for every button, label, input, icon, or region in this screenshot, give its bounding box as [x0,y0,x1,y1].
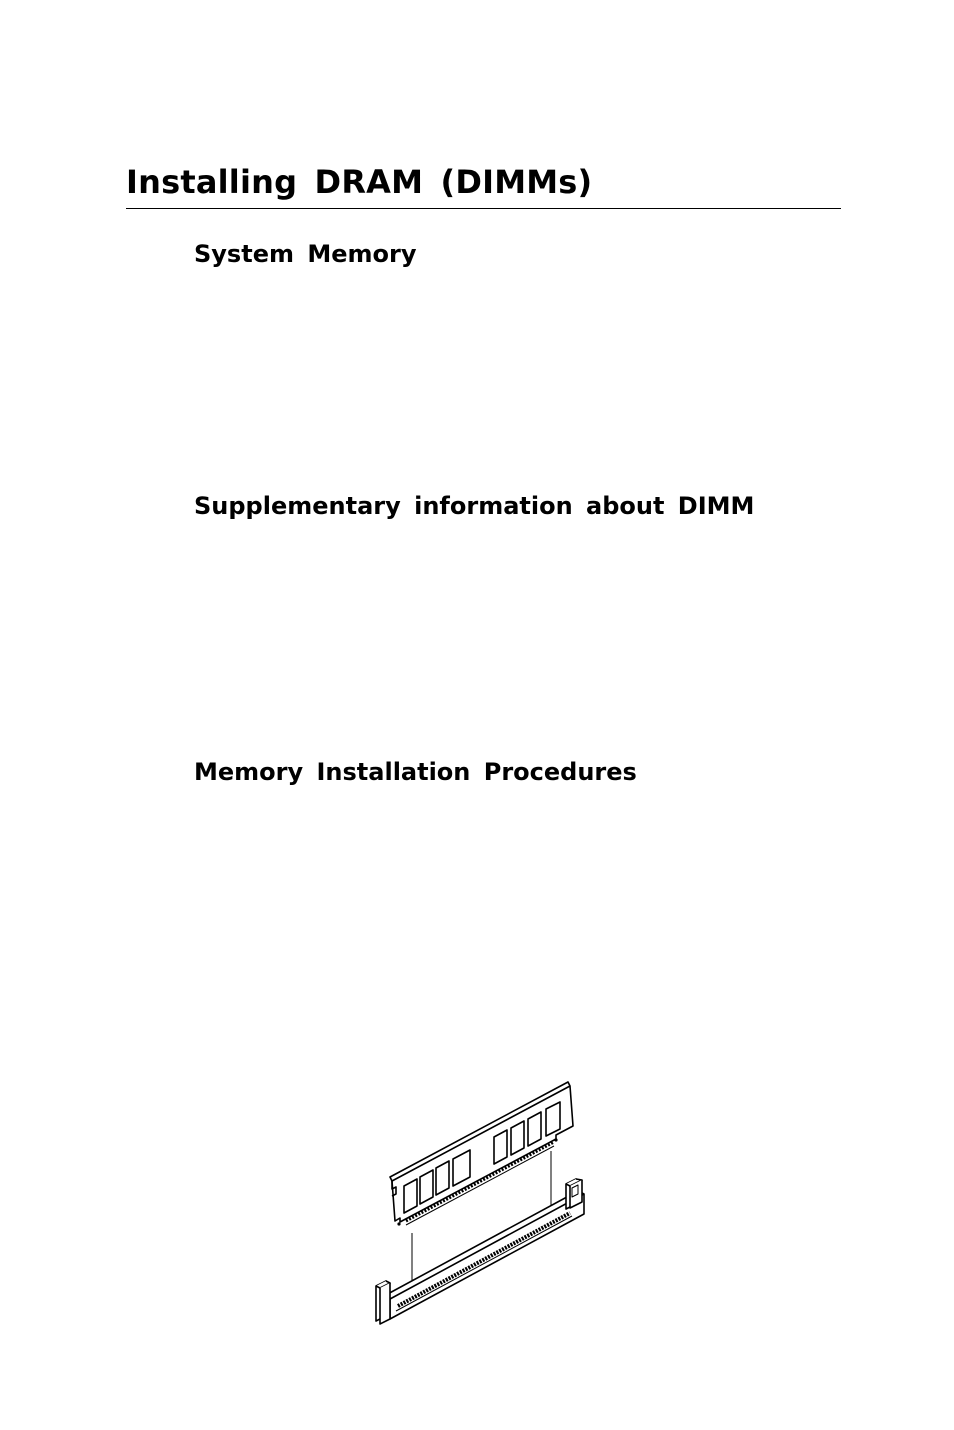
dimm-slot [375,1178,585,1325]
dimm-module [389,1081,574,1226]
section-heading-system-memory: System Memory [194,240,417,268]
section-heading-installation-procedures: Memory Installation Procedures [194,758,637,786]
section-heading-supplementary-info: Supplementary information about DIMM [194,492,755,520]
dimm-installation-icon [375,1081,585,1325]
dimm-installation-figure [370,1078,590,1328]
page-title: Installing DRAM (DIMMs) [126,163,593,201]
title-divider [126,208,841,209]
